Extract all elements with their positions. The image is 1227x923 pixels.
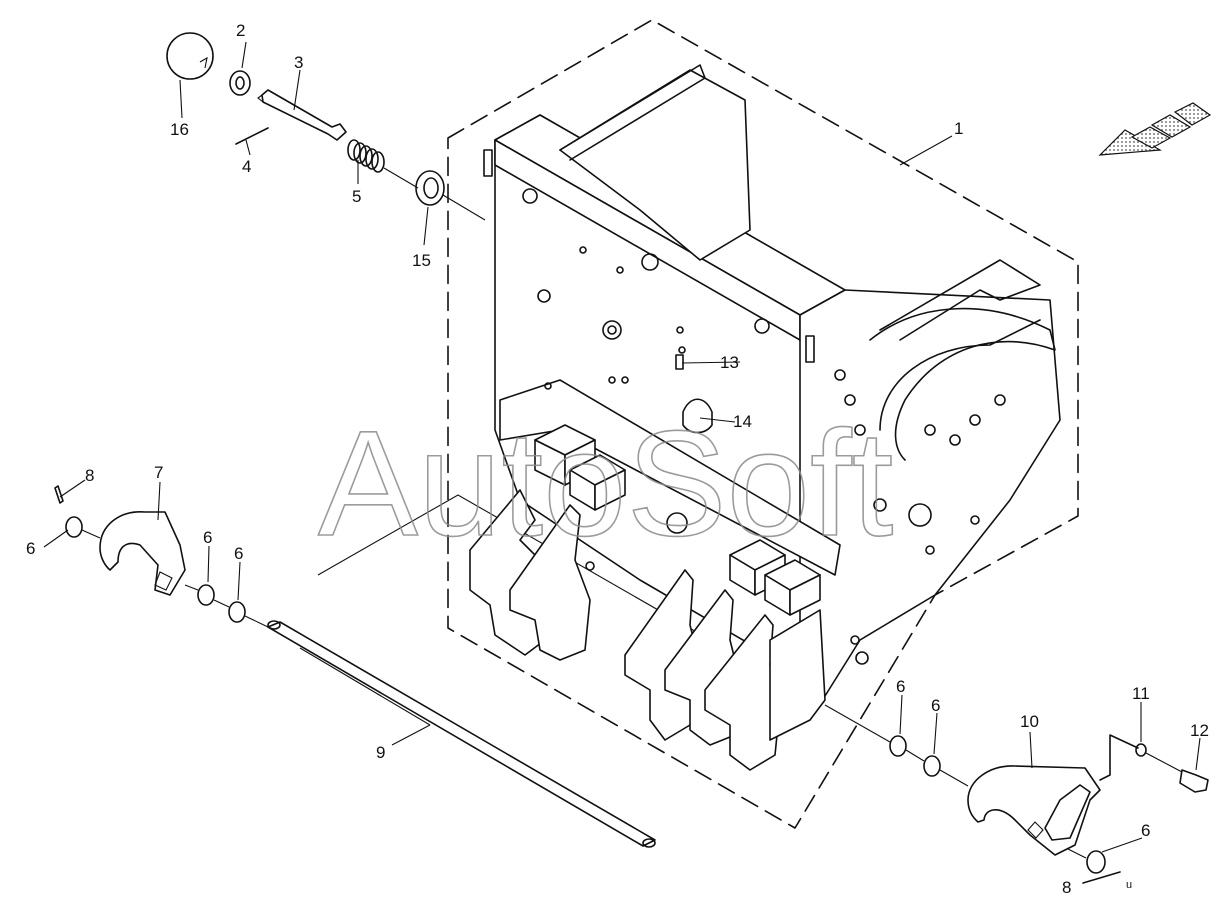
- label-6-e: 6: [931, 696, 940, 715]
- nut-11: [1135, 743, 1147, 757]
- direction-arrow-icon: [1098, 102, 1212, 156]
- hook-10: [967, 765, 1101, 856]
- washer-6-right-c: [1086, 850, 1106, 874]
- axis-line-right-a: [824, 704, 891, 743]
- frame-right-rail: [879, 259, 1041, 341]
- frame-holes: [522, 188, 1006, 705]
- ball-16: [166, 32, 214, 80]
- label-5: 5: [352, 187, 361, 206]
- hook-7-hole: [154, 571, 173, 591]
- frame-rear-sheet: [559, 69, 751, 261]
- label-7: 7: [154, 463, 163, 482]
- frame-right-arc-inner: [879, 319, 1041, 431]
- ball-16-hole: [199, 56, 208, 69]
- shaft-9-edge: [299, 647, 431, 726]
- axis-line-left-d: [244, 615, 269, 628]
- washer-6-right-a: [889, 735, 907, 757]
- bearing-blocks: [534, 398, 821, 616]
- spring-5: [347, 139, 385, 173]
- label-8-left: 8: [85, 466, 94, 485]
- label-10: 10: [1020, 712, 1039, 731]
- label-6-c: 6: [234, 544, 243, 563]
- shaft-9-end-a: [267, 620, 281, 630]
- leader-lines: [43, 41, 1201, 853]
- label-small-u: u: [1126, 879, 1132, 891]
- pin-8-left: [54, 485, 64, 504]
- axis-line-left-a: [81, 529, 101, 539]
- washer-6-left-b: [197, 584, 215, 606]
- hook-7: [99, 511, 186, 596]
- washer-2: [229, 70, 251, 96]
- label-8-right: 8: [1062, 878, 1071, 897]
- frame-hook-right-3: [704, 614, 781, 771]
- washer-6-left-c: [228, 601, 246, 623]
- label-4: 4: [242, 157, 251, 176]
- bushing-15: [415, 170, 445, 206]
- frame-mid-plate: [499, 379, 841, 576]
- bolt-12: [1179, 769, 1209, 793]
- shaft-3-end: [257, 94, 264, 103]
- washer-6-left-a: [65, 516, 83, 538]
- label-2: 2: [236, 21, 245, 40]
- label-12: 12: [1190, 721, 1209, 740]
- frame-rear-rail: [559, 64, 706, 161]
- connector-bracket: [1099, 734, 1139, 781]
- label-3: 3: [294, 53, 303, 72]
- washer-2-inner: [235, 76, 245, 90]
- shaft-9: [267, 621, 656, 847]
- hook-10-slot: [1044, 784, 1091, 841]
- axis-line-right-c: [939, 769, 969, 787]
- assembly-boundary: [447, 19, 1079, 829]
- label-6-d: 6: [896, 677, 905, 696]
- pin-4: [235, 127, 269, 145]
- axis-line-15: [442, 194, 486, 221]
- slot-right: [805, 335, 815, 363]
- label-14: 14: [733, 412, 752, 431]
- washer-6-right-b: [923, 755, 941, 777]
- label-6-f: 6: [1141, 821, 1150, 840]
- axis-line-right-b: [905, 749, 925, 762]
- shaft-9-end-b: [642, 838, 656, 848]
- bushing-15-inner: [423, 177, 439, 199]
- label-9: 9: [376, 743, 385, 762]
- frame-end-plate: [769, 609, 826, 741]
- label-13: 13: [720, 353, 739, 372]
- axis-line-5: [383, 167, 419, 189]
- frame-hook-left-2: [509, 504, 591, 661]
- label-6-a: 6: [26, 539, 35, 558]
- watermark-text: AutoSoft: [318, 399, 893, 567]
- label-15: 15: [412, 251, 431, 270]
- shaft-3: [261, 89, 347, 141]
- slot-left: [483, 149, 493, 177]
- frame-right-arc: [869, 307, 1056, 461]
- hook-10-hole: [1027, 821, 1044, 839]
- pin-8-right: [1082, 871, 1121, 884]
- axis-line-left-c: [213, 599, 230, 608]
- label-11: 11: [1132, 684, 1150, 703]
- axis-line-left-b: [184, 584, 199, 591]
- pin-13: [675, 354, 684, 370]
- label-6-b: 6: [203, 528, 212, 547]
- label-1: 1: [954, 119, 963, 138]
- axis-line-11: [1145, 752, 1183, 773]
- label-16: 16: [170, 120, 189, 139]
